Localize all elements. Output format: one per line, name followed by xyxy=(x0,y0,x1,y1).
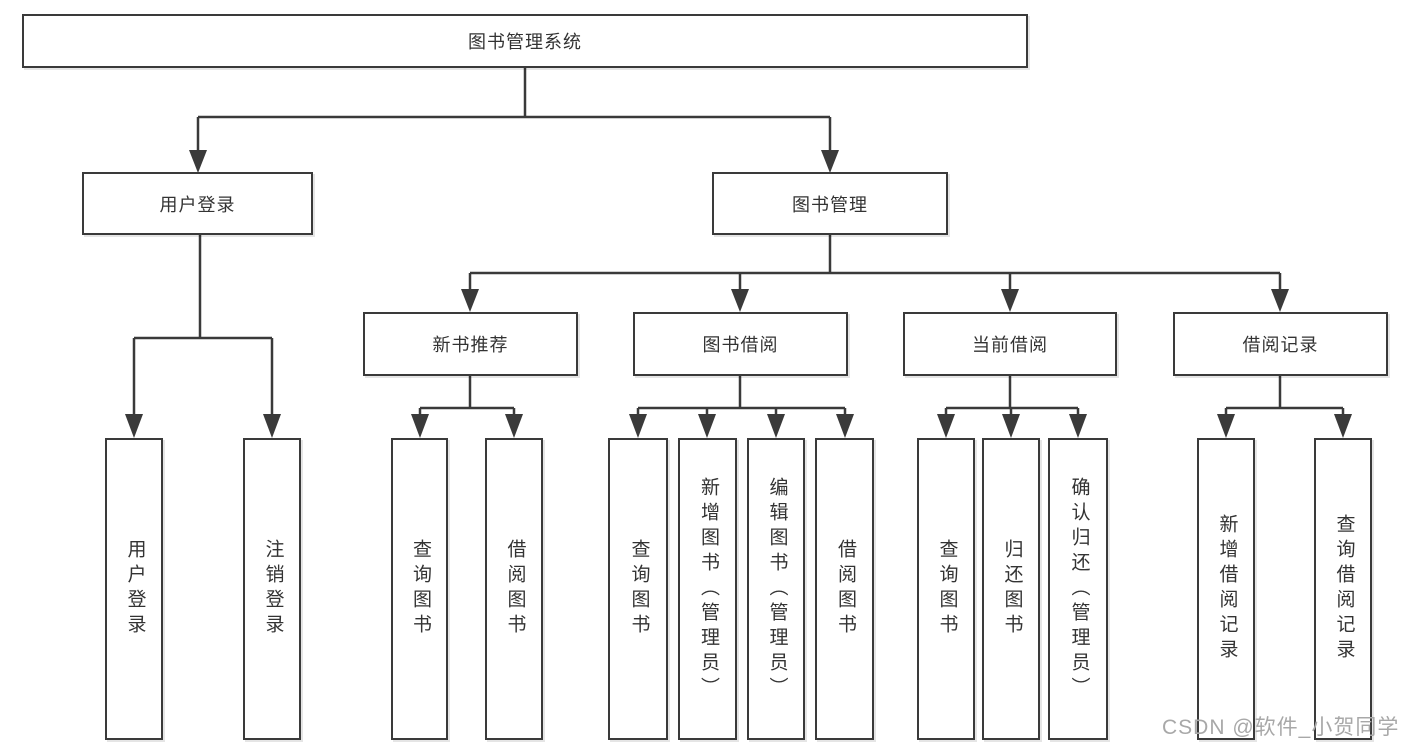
arrow-down-icon xyxy=(836,414,854,438)
node-label: 确认归还（管理员） xyxy=(1068,476,1090,702)
node-label: 新增图书（管理员） xyxy=(697,476,719,702)
leaf-borrow-books: 借阅图书 xyxy=(815,438,874,740)
node-label: 归还图书 xyxy=(1001,539,1023,639)
arrow-down-icon xyxy=(411,414,429,438)
node-label: 借阅图书 xyxy=(834,539,856,639)
leaf-borrow-books-recommend: 借阅图书 xyxy=(485,438,543,740)
arrow-down-icon xyxy=(1271,289,1289,312)
arrow-down-icon xyxy=(821,150,839,173)
node-label: 用户登录 xyxy=(159,194,236,215)
node-label: 图书管理 xyxy=(792,194,868,215)
arrow-down-icon xyxy=(629,414,647,438)
leaf-query-books-current: 查询图书 xyxy=(917,438,975,740)
node-label: 编辑图书（管理员） xyxy=(766,476,788,702)
connector-newbookrec-to-leaves xyxy=(418,376,516,416)
arrow-down-icon xyxy=(125,414,143,438)
arrow-down-icon xyxy=(937,414,955,438)
arrow-down-icon xyxy=(1001,289,1019,312)
node-label: 图书借阅 xyxy=(702,335,779,355)
leaf-query-books-recommend: 查询图书 xyxy=(391,438,448,740)
arrow-down-icon xyxy=(1069,414,1087,438)
node-label: 查询图书 xyxy=(628,539,650,639)
leaf-query-books-borrowing: 查询图书 xyxy=(608,438,668,740)
leaf-edit-books-admin: 编辑图书（管理员） xyxy=(747,438,805,740)
node-label: 查询借阅记录 xyxy=(1333,514,1355,664)
node-library-management-system: 图书管理系统 xyxy=(22,14,1028,68)
connector-root-to-level2 xyxy=(196,68,832,152)
node-current-borrowing: 当前借阅 xyxy=(903,312,1117,376)
node-label: 新增借阅记录 xyxy=(1216,514,1238,664)
connector-userlogin-to-leaves xyxy=(132,235,274,416)
node-label: 借阅记录 xyxy=(1242,335,1319,355)
arrow-down-icon xyxy=(461,289,479,312)
node-label: 借阅图书 xyxy=(504,539,526,639)
arrow-down-icon xyxy=(505,414,523,438)
leaf-user-login: 用户登录 xyxy=(105,438,163,740)
csdn-watermark: CSDN @软件_小贺同学 xyxy=(1162,716,1400,739)
leaf-query-borrow-record: 查询借阅记录 xyxy=(1314,438,1372,740)
connector-borrowrecords-to-leaves xyxy=(1224,376,1345,416)
arrowheads xyxy=(125,150,1352,438)
node-new-book-recommendation: 新书推荐 xyxy=(363,312,578,376)
node-label: 新书推荐 xyxy=(432,335,509,355)
node-borrowing-records: 借阅记录 xyxy=(1173,312,1388,376)
arrow-down-icon xyxy=(1002,414,1020,438)
arrow-down-icon xyxy=(731,289,749,312)
leaf-add-borrow-record: 新增借阅记录 xyxy=(1197,438,1255,740)
node-label: 注销登录 xyxy=(262,539,284,639)
node-label: 当前借阅 xyxy=(972,335,1048,355)
node-label: 查询图书 xyxy=(409,539,431,639)
node-label: 图书管理系统 xyxy=(468,32,582,52)
arrow-down-icon xyxy=(189,150,207,173)
connector-currentborrow-to-leaves xyxy=(944,376,1080,416)
node-label: 查询图书 xyxy=(936,539,958,639)
leaf-confirm-return-admin: 确认归还（管理员） xyxy=(1048,438,1108,740)
leaf-return-books: 归还图书 xyxy=(982,438,1040,740)
leaf-add-books-admin: 新增图书（管理员） xyxy=(678,438,737,740)
node-book-borrowing: 图书借阅 xyxy=(633,312,848,376)
leaf-logout: 注销登录 xyxy=(243,438,301,740)
arrow-down-icon xyxy=(698,414,716,438)
connector-bookborrow-to-leaves xyxy=(636,376,847,416)
node-label: 用户登录 xyxy=(124,539,146,639)
connector-bookmgmt-to-level3 xyxy=(468,235,1282,291)
arrow-down-icon xyxy=(1334,414,1352,438)
node-user-login: 用户登录 xyxy=(82,172,313,235)
node-book-management: 图书管理 xyxy=(712,172,948,235)
arrow-down-icon xyxy=(263,414,281,438)
arrow-down-icon xyxy=(767,414,785,438)
arrow-down-icon xyxy=(1217,414,1235,438)
